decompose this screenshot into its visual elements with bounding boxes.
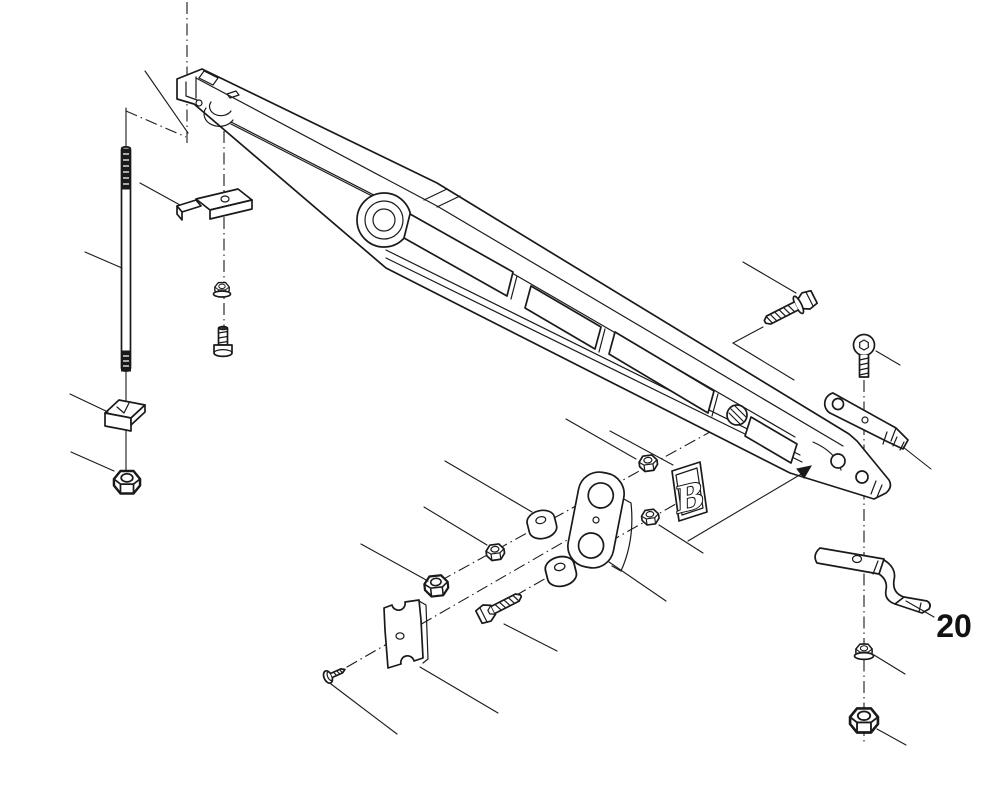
arm-window-2 — [524, 285, 602, 350]
part-number-label: 20 — [936, 608, 972, 644]
arm-hook-detail — [185, 76, 198, 101]
center-hex-nut — [422, 573, 451, 599]
arm-web-brace-line — [230, 123, 373, 197]
rod-hex-nut — [112, 469, 142, 495]
small-screw — [322, 668, 346, 685]
link-nut-upper — [484, 542, 507, 563]
view-reference-label: B — [677, 471, 704, 522]
leader-lines — [69, 70, 935, 746]
arm-topface-line — [195, 77, 844, 447]
button-head-screw — [852, 333, 876, 378]
arm-stud-nut — [637, 453, 660, 474]
arm-clevis-end — [812, 441, 883, 498]
view-reference-plate: B — [671, 461, 708, 523]
clamp-flange-nut — [212, 281, 232, 298]
right-flange-nut — [853, 643, 875, 661]
arm-window-3 — [608, 331, 715, 414]
arm-section-hole — [726, 404, 748, 426]
link-rod — [120, 146, 132, 372]
arm-window-4 — [744, 416, 798, 464]
torque-arm — [176, 68, 892, 500]
bushing-washer-upper — [524, 506, 560, 543]
notched-plate — [383, 599, 429, 669]
rod-attach-centerline — [125, 110, 187, 138]
clamp-bracket — [176, 188, 253, 221]
right-hex-nut — [848, 707, 880, 734]
arm-window-1 — [403, 213, 514, 297]
arm-collar-steps — [423, 188, 461, 208]
wedge-clamp — [104, 399, 146, 432]
assembly-direction-arrow — [796, 465, 813, 479]
plate-screw-axis — [327, 527, 589, 679]
hook-bracket-part20 — [814, 547, 931, 614]
link-plate — [567, 471, 633, 572]
link-nut-lower — [639, 507, 661, 527]
clamp-socket-bolt — [213, 325, 233, 358]
anchor-strap-bracket — [823, 392, 909, 451]
flange-hex-bolt — [763, 289, 819, 325]
center-hex-bolt — [474, 586, 526, 626]
